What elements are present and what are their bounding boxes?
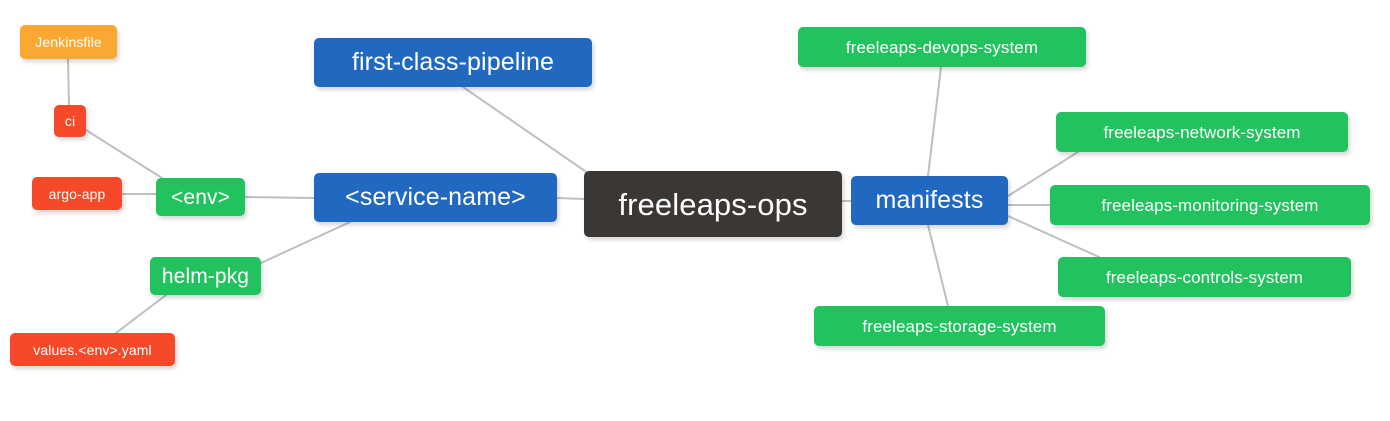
node-values-env-yaml[interactable]: values.<env>.yaml: [10, 333, 175, 366]
node-label: freeleaps-storage-system: [862, 316, 1057, 336]
node-label: <env>: [171, 185, 230, 209]
node-freeleaps-ops[interactable]: freeleaps-ops: [584, 171, 842, 237]
node-ci[interactable]: ci: [54, 105, 86, 137]
edge-ci-to-jenkinsfile: [67, 58, 70, 106]
node-label: helm-pkg: [161, 264, 250, 288]
edge-helm-pkg-to-values-env-yaml: [115, 294, 167, 334]
node-freeleaps-devops-system[interactable]: freeleaps-devops-system: [798, 27, 1086, 67]
node-label: freeleaps-devops-system: [845, 37, 1039, 57]
node-label: values.<env>.yaml: [33, 341, 152, 358]
node-freeleaps-monitoring-system[interactable]: freeleaps-monitoring-system: [1050, 185, 1370, 225]
edge-service-name-to-helm-pkg: [260, 221, 351, 264]
node-label: ci: [64, 113, 76, 129]
node-label: freeleaps-network-system: [1103, 122, 1301, 142]
node-label: Jenkinsfile: [35, 34, 102, 50]
node-label: freeleaps-ops: [618, 186, 808, 222]
node-label: freeleaps-monitoring-system: [1101, 195, 1319, 215]
node-manifests[interactable]: manifests: [851, 176, 1008, 225]
edge-manifests-to-freeleaps-storage-system: [927, 224, 949, 307]
edge-manifests-to-freeleaps-devops-system: [927, 66, 942, 177]
node-label: first-class-pipeline: [351, 48, 555, 76]
node-label: freeleaps-controls-system: [1105, 267, 1304, 287]
edge-env-to-ci: [85, 129, 163, 179]
node-freeleaps-controls-system[interactable]: freeleaps-controls-system: [1058, 257, 1351, 297]
node-service-name[interactable]: <service-name>: [314, 173, 557, 222]
node-label: manifests: [875, 186, 984, 214]
node-first-class-pipeline[interactable]: first-class-pipeline: [314, 38, 592, 87]
node-env[interactable]: <env>: [156, 178, 245, 216]
node-label: <service-name>: [345, 183, 526, 211]
node-freeleaps-network-system[interactable]: freeleaps-network-system: [1056, 112, 1348, 152]
edge-service-name-to-env: [244, 196, 315, 199]
node-helm-pkg[interactable]: helm-pkg: [150, 257, 261, 295]
node-label: argo-app: [48, 185, 106, 202]
node-freeleaps-storage-system[interactable]: freeleaps-storage-system: [814, 306, 1105, 346]
edge-freeleaps-ops-to-service-name: [556, 197, 585, 200]
edge-freeleaps-ops-to-first-class-pipeline: [462, 86, 599, 181]
node-jenkinsfile[interactable]: Jenkinsfile: [20, 25, 117, 59]
node-argo-app[interactable]: argo-app: [32, 177, 122, 210]
